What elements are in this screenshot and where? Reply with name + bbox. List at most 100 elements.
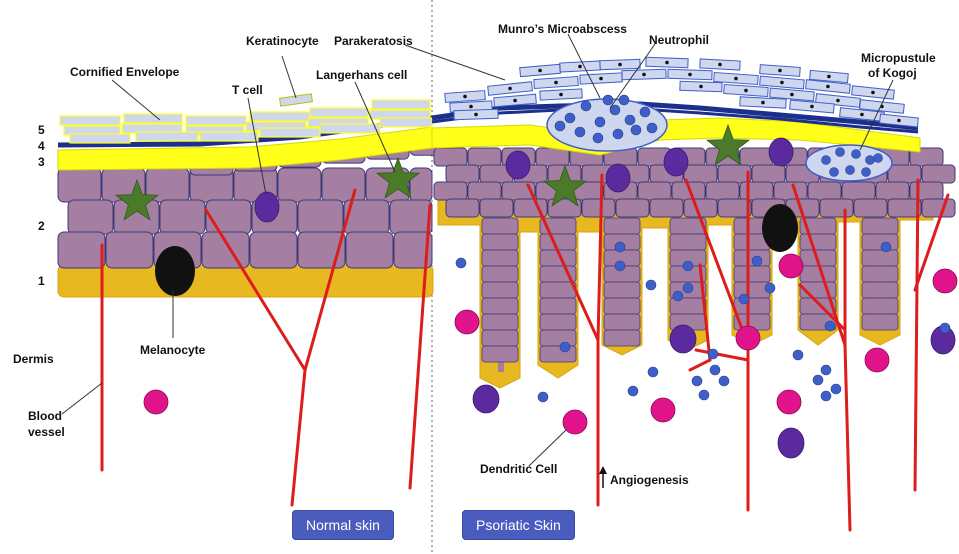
neutrophil [825, 321, 835, 331]
label-micropustule-1: Micropustule [861, 51, 936, 65]
layer-number-2: 2 [38, 219, 45, 233]
ridge-keratinocyte [862, 218, 898, 234]
ridge-keratinocyte [604, 314, 640, 330]
ridge-keratinocyte [604, 330, 640, 346]
psoriatic-keratinocyte [922, 199, 955, 217]
parakeratotic-cell [560, 61, 600, 72]
psoriatic-keratinocyte [910, 182, 943, 200]
kogoj-micropustule [806, 145, 892, 181]
parakeratotic-cell [760, 65, 801, 77]
neutrophil [710, 365, 720, 375]
neutrophil [699, 390, 709, 400]
dendritic-cell [144, 390, 168, 414]
parakeratotic-cell [454, 109, 498, 120]
layer-number-4: 4 [38, 139, 45, 153]
parakeratotic-cell [724, 84, 769, 96]
keratinocyte-cell [298, 200, 343, 234]
label-parakeratosis: Parakeratosis [334, 34, 413, 48]
psoriatic-keratinocyte [740, 182, 773, 200]
neutrophil [821, 391, 831, 401]
ridge-keratinocyte [540, 330, 576, 346]
ridge-keratinocyte [540, 314, 576, 330]
normal-basal-layer [58, 265, 433, 297]
parakeratotic-cell [580, 73, 622, 84]
t-cell [769, 138, 793, 166]
neutrophil [739, 294, 749, 304]
blood-vessel [845, 345, 850, 530]
neutrophil [615, 261, 625, 271]
t-cell [473, 385, 499, 413]
psoriatic-keratinocyte [434, 148, 467, 166]
neutrophil [708, 349, 718, 359]
parakeratotic-cell [668, 69, 712, 80]
ridge-keratinocyte [604, 282, 640, 298]
corneum-cell [186, 116, 246, 125]
label-keratinocyte: Keratinocyte [246, 34, 319, 48]
psoriatic-keratinocyte [638, 182, 671, 200]
normal-skin-button[interactable]: Normal skin [292, 510, 394, 540]
psoriatic-keratinocyte [808, 182, 841, 200]
ridge-keratinocyte [862, 314, 898, 330]
neutrophil [692, 376, 702, 386]
blood-vessel [292, 370, 305, 505]
neutrophil [555, 121, 565, 131]
neutrophil [619, 95, 629, 105]
psoriatic-keratinocyte [684, 165, 717, 183]
psoriatic-keratinocyte [854, 199, 887, 217]
melanocyte [155, 246, 195, 296]
corneum-cell [200, 132, 258, 141]
label-melanocyte: Melanocyte [140, 343, 206, 357]
psoriatic-keratinocyte [536, 148, 569, 166]
keratinocyte-cell [322, 168, 365, 202]
keratinocyte-cell [160, 200, 205, 234]
corneum-cell [380, 118, 432, 127]
dendritic-cell [455, 310, 479, 334]
psoriatic-keratinocyte [774, 182, 807, 200]
neutrophil [581, 101, 591, 111]
psoriatic-skin-button[interactable]: Psoriatic Skin [462, 510, 575, 540]
parakeratotic-cell [622, 69, 666, 80]
ridge-keratinocyte [482, 298, 518, 314]
blood-vessel [915, 180, 918, 490]
psoriatic-keratinocyte [582, 199, 615, 217]
parakeratotic-cell [852, 86, 895, 99]
neutrophil [648, 367, 658, 377]
parakeratotic-cell [540, 89, 582, 100]
t-cell [506, 151, 530, 179]
parakeratotic-cell [520, 64, 561, 76]
label-neutrophil: Neutrophil [649, 33, 709, 47]
neutrophil [862, 168, 871, 177]
neutrophil [673, 291, 683, 301]
neutrophil [613, 129, 623, 139]
ridge-keratinocyte [734, 250, 770, 266]
psoriatic-spinous-layer [434, 148, 955, 362]
corneum-cell [320, 124, 380, 133]
ridge-keratinocyte [482, 250, 518, 266]
psoriatic-keratinocyte [616, 199, 649, 217]
keratinocyte-cell [250, 232, 297, 268]
corneum-cell [250, 112, 310, 121]
blood-vessel [690, 360, 710, 370]
label-blood-vessel-2: vessel [28, 425, 65, 439]
psoriatic-keratinocyte [740, 148, 773, 166]
neutrophil [866, 156, 875, 165]
parakeratotic-cell [600, 59, 640, 69]
parakeratotic-cell [740, 97, 786, 108]
corneum-cell [70, 134, 130, 143]
ridge-keratinocyte [862, 234, 898, 250]
corneum-cell [260, 128, 320, 137]
keratinocyte-cell [58, 168, 101, 202]
psoriatic-keratinocyte [434, 182, 467, 200]
psoriatic-keratinocyte [706, 182, 739, 200]
psoriatic-keratinocyte [446, 165, 479, 183]
keratinocyte-cell [58, 232, 105, 268]
psoriatic-keratinocyte [752, 165, 785, 183]
neutrophil [683, 261, 693, 271]
corneum-cell [124, 114, 182, 123]
dendritic-cell [933, 269, 957, 293]
neutrophil [615, 242, 625, 252]
parakeratotic-cell [680, 81, 722, 91]
neutrophil [560, 342, 570, 352]
layer-number-5: 5 [38, 123, 45, 137]
